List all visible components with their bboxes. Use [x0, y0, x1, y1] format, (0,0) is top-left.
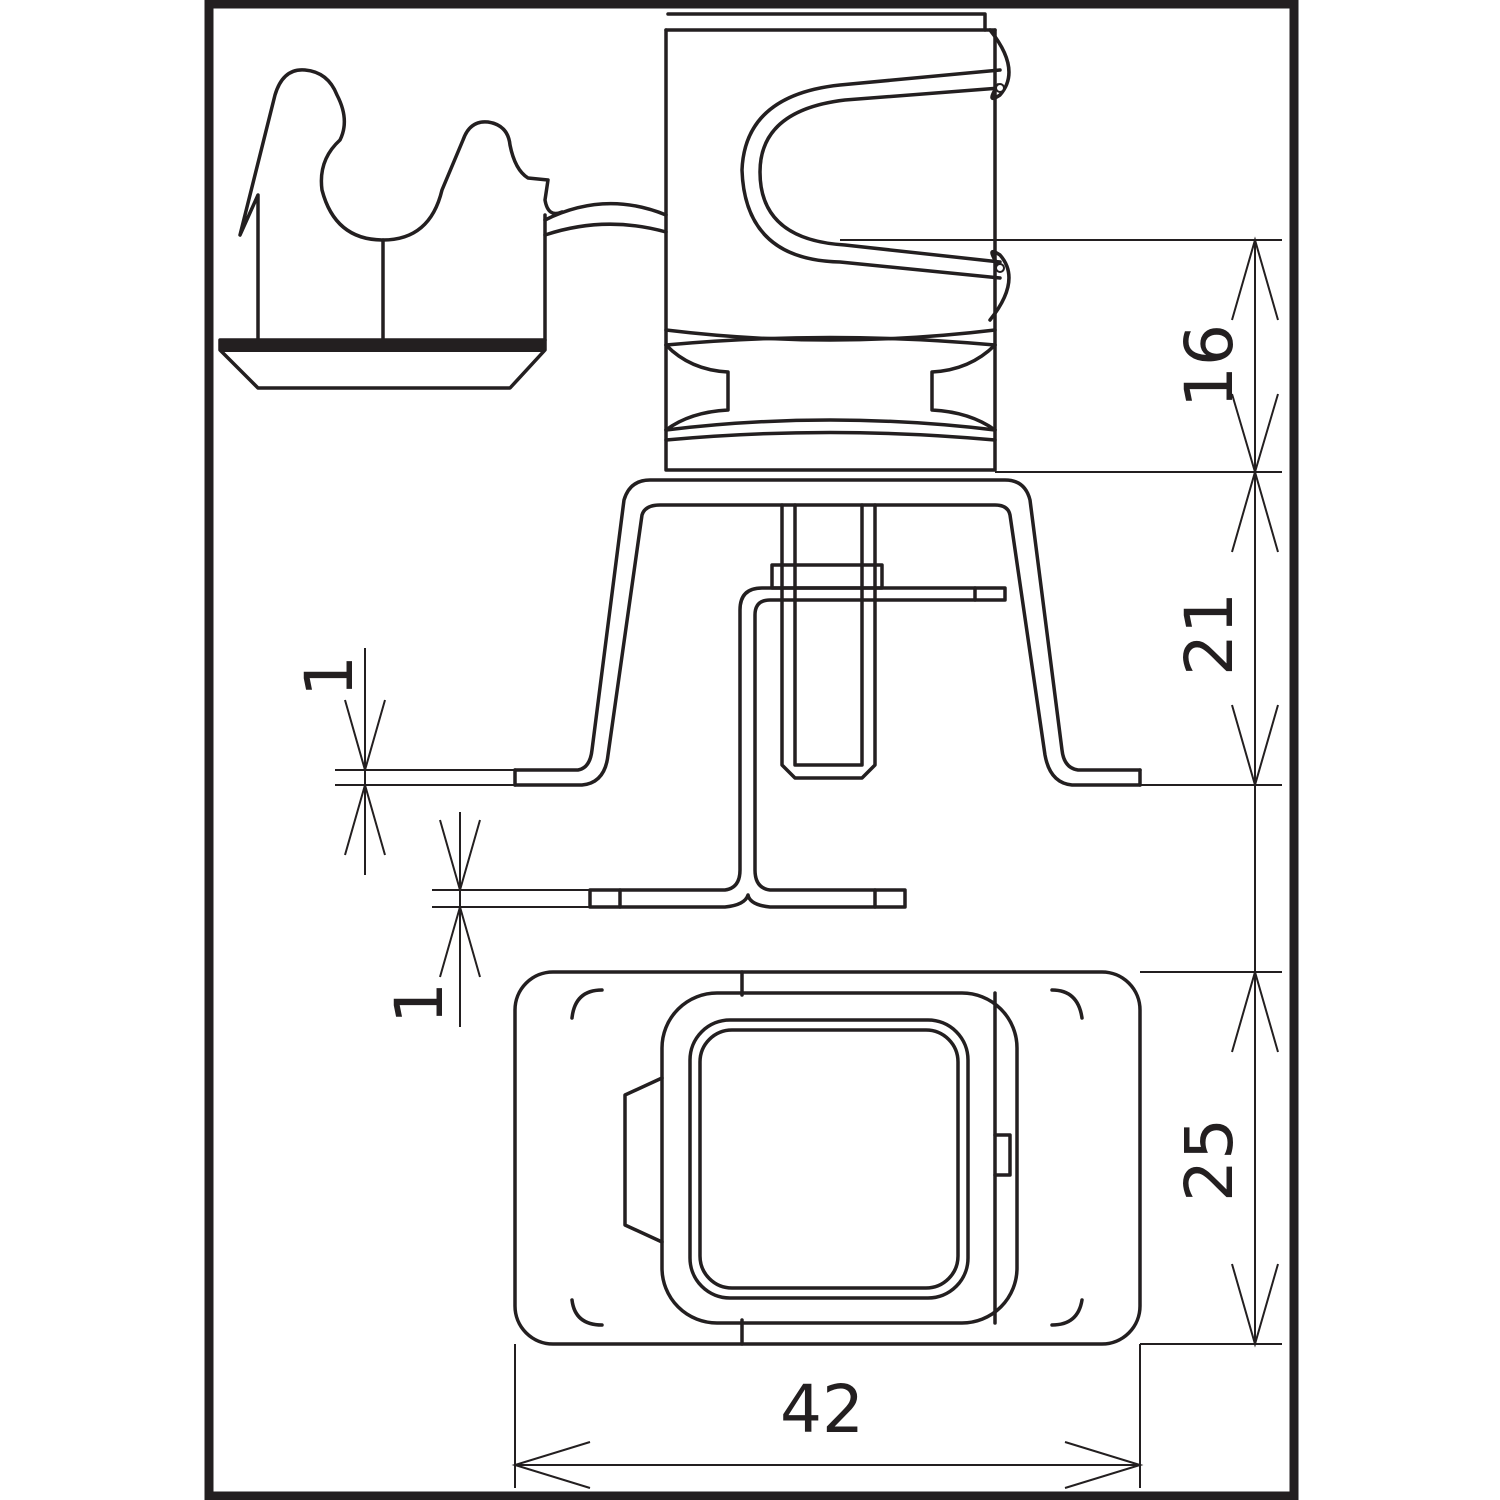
support-stand [513, 478, 1142, 909]
base-plate-top-view [513, 970, 1142, 1346]
dim-25: 25 [1171, 1118, 1248, 1202]
dimension-lines [335, 236, 1282, 1489]
dim-wall-bottom: 1 [381, 982, 458, 1024]
clip-pin-top [995, 83, 1005, 93]
connector-body [664, 12, 1011, 472]
dim-wall-top: 1 [291, 655, 368, 697]
dim-42: 42 [780, 1371, 864, 1448]
clamp-base-edge [220, 340, 545, 352]
cable-clamp-part [218, 68, 668, 390]
drawing-frame [204, 0, 1299, 1500]
dim-21: 21 [1171, 592, 1248, 676]
dim-16: 16 [1171, 324, 1248, 408]
clip-pin-bottom [995, 263, 1005, 273]
